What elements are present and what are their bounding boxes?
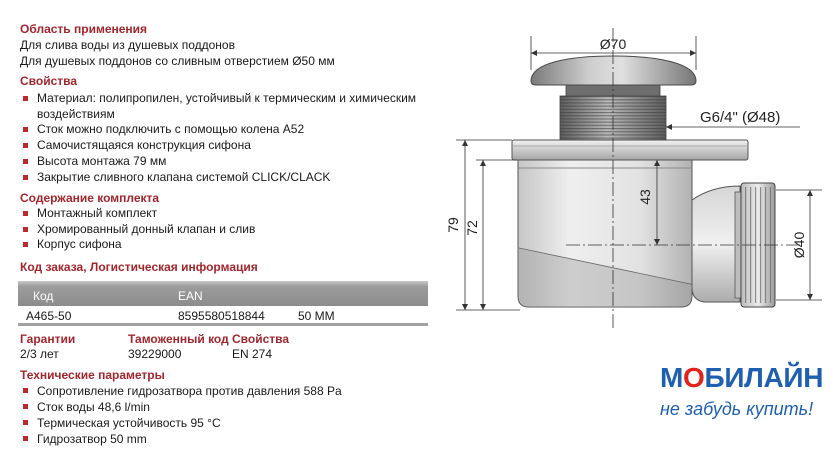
customs-code-label: Таможенный код [128, 332, 229, 346]
list-item: Монтажный комплект [22, 206, 432, 222]
siphon-technical-drawing: Ø70 G6/4" (Ø48) 79 72 43 Ø40 [445, 28, 822, 328]
logo-letter-o: О [683, 362, 705, 393]
list-item: Материал: полипропилен, устойчивый к тер… [22, 91, 432, 122]
list-item: Закрытие сливного клапана системой CLICK… [22, 170, 432, 186]
dim-outlet-axis-label: 43 [637, 189, 653, 205]
cell-size: 50 MM [298, 309, 335, 323]
list-item: Сопротивление гидрозатвора против давлен… [22, 383, 432, 399]
order-table-header [18, 281, 428, 306]
standard-value: EN 274 [232, 347, 273, 361]
list-item: Термическая устойчивость 95 °C [22, 415, 432, 431]
table-divider [18, 323, 428, 326]
list-item: Самочистящаяся конструкция сифона [22, 138, 432, 154]
logo-slogan: не забудь купить! [660, 399, 814, 419]
list-item: Корпус сифона [22, 237, 432, 253]
cell-code: A465-50 [26, 309, 72, 323]
kit-heading: Содержание комплекта [20, 191, 160, 205]
properties-list: Материал: полипропилен, устойчивый к тер… [22, 91, 432, 185]
application-heading: Область применения [20, 22, 148, 36]
dim-top-diameter-label: Ø70 [600, 36, 627, 52]
siphon-body [517, 159, 693, 308]
dim-thread-label: G6/4" (Ø48) [700, 109, 780, 126]
list-item: Хромированный донный клапан и слив [22, 222, 432, 238]
list-item: Высота монтажа 79 мм [22, 154, 432, 170]
mounting-flange [511, 139, 749, 161]
cell-ean: 8595580518844 [178, 309, 265, 323]
application-section: Область применения Для слива воды из душ… [20, 21, 335, 69]
warranty-label: Гарантии [20, 332, 76, 346]
application-line: Для слива воды из душевых поддонов [20, 38, 235, 52]
properties-heading: Свойства [20, 74, 78, 88]
dim-height-total-label: 79 [445, 217, 461, 233]
store-logo: МОБИЛАЙН не забудь купить! [660, 362, 835, 420]
kit-list: Монтажный комплект Хромированный донный … [22, 206, 432, 253]
logo-wordmark: МОБИЛАЙН [660, 362, 835, 394]
dim-height-body-label: 72 [464, 220, 480, 236]
list-item: Сток можно подключить с помощью колена A… [22, 122, 432, 138]
customs-code-value: 39229000 [128, 347, 182, 361]
list-item: Сток воды 48,6 l/min [22, 399, 432, 415]
list-item: Гидрозатвор 50 mm [22, 431, 432, 447]
technical-heading: Технические параметры [20, 368, 165, 382]
standard-label: Свойства [232, 332, 290, 346]
base-slope-edge [518, 247, 701, 287]
warranty-value: 2/3 лет [20, 347, 59, 361]
logo-letters-rest: БИЛАЙН [704, 362, 824, 393]
drain-cap [530, 55, 697, 86]
technical-list: Сопротивление гидрозатвора против давлен… [22, 383, 432, 447]
outlet-elbow [691, 185, 741, 303]
column-header-code: Код [33, 289, 54, 303]
body-sloped-base [519, 248, 691, 306]
dim-outlet-diameter-label: Ø40 [791, 232, 807, 259]
column-header-ean: EAN [178, 289, 203, 303]
application-line: Для душевых поддонов со сливным отверсти… [20, 54, 335, 68]
logo-letter-m: М [660, 362, 684, 393]
order-heading: Код заказа, Логистическая информация [20, 260, 258, 274]
